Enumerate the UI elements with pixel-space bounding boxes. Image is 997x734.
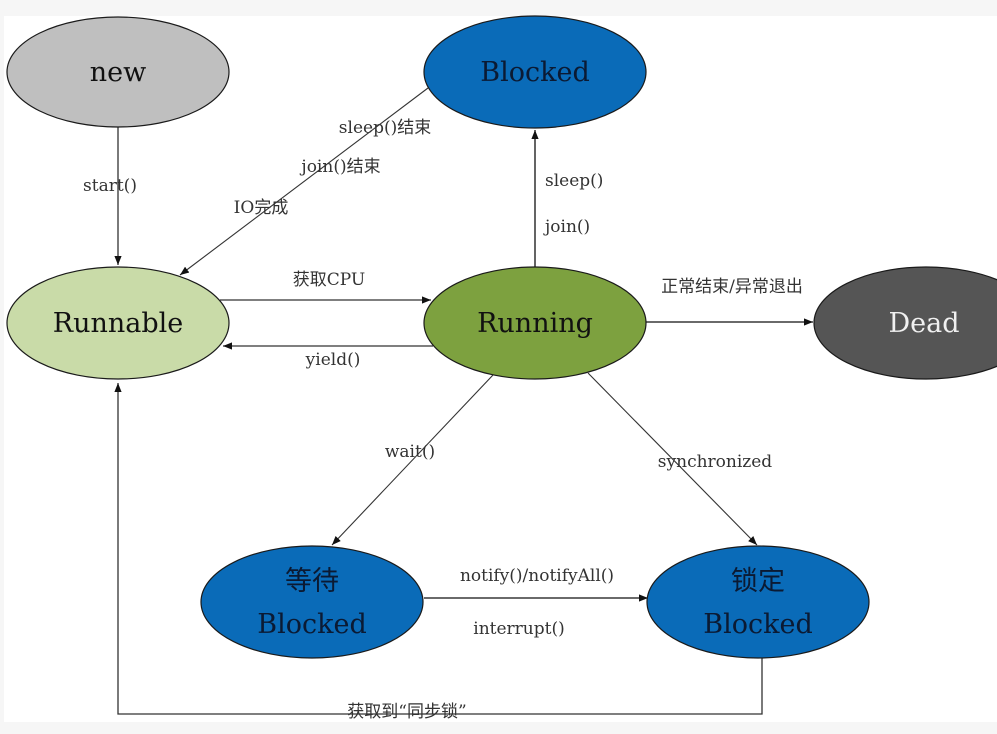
state-ellipse-waiting-blocked [200,545,424,659]
state-label-waiting-blocked: Blocked [257,609,366,640]
node-new: new [6,16,230,128]
edges [114,87,813,715]
edge-label-io-complete: IO完成 [234,198,289,218]
state-label-lock: 锁定 [731,566,785,597]
edge-label-interrupt: interrupt() [473,619,564,639]
node-lock-blocked: 锁定 Blocked [646,545,870,659]
edge-lock-to-runnable [114,383,763,715]
state-label-running: Running [477,308,593,339]
node-waiting-blocked: 等待 Blocked [200,545,424,659]
edge-label-yield: yield() [305,350,361,370]
edge-label-join-end: join()结束 [299,157,380,177]
state-ellipse-lock-blocked [646,545,870,659]
state-ellipse-blocked [423,15,647,129]
node-runnable: Runnable [6,266,230,380]
edge-label-wait: wait() [385,442,435,462]
edge-running-to-waiting [331,374,494,546]
node-dead: Dead [813,266,997,380]
node-running: Running [423,266,647,380]
edge-label-sleep: sleep() [545,171,603,191]
edge-label-get-cpu: 获取CPU [293,270,365,290]
edge-running-to-lock [587,372,758,546]
edge-label-sleep-end: sleep()结束 [339,118,431,138]
edge-label-exit: 正常结束/异常退出 [661,277,803,297]
state-label-runnable: Runnable [53,308,184,339]
state-ellipse-running [423,266,647,380]
state-ellipse-new [6,16,230,128]
state-label-blocked: Blocked [480,57,589,88]
state-label-waiting: 等待 [285,566,339,597]
edge-label-notify: notify()/notifyAll() [460,566,614,586]
edge-labels: start() sleep()结束 join()结束 IO完成 获取CPU yi… [83,118,803,722]
edge-label-acquire-lock: 获取到“同步锁” [347,702,466,722]
edge-label-start: start() [83,176,137,196]
state-label-new: new [90,57,146,88]
state-label-dead: Dead [888,308,959,339]
edge-label-synchronized: synchronized [658,452,773,472]
state-ellipse-dead [813,266,997,380]
edge-blocked-to-runnable [179,87,429,276]
state-label-lock-blocked: Blocked [703,609,812,640]
edge-label-join: join() [543,217,590,237]
state-ellipse-runnable [6,266,230,380]
node-blocked-top: Blocked [423,15,647,129]
